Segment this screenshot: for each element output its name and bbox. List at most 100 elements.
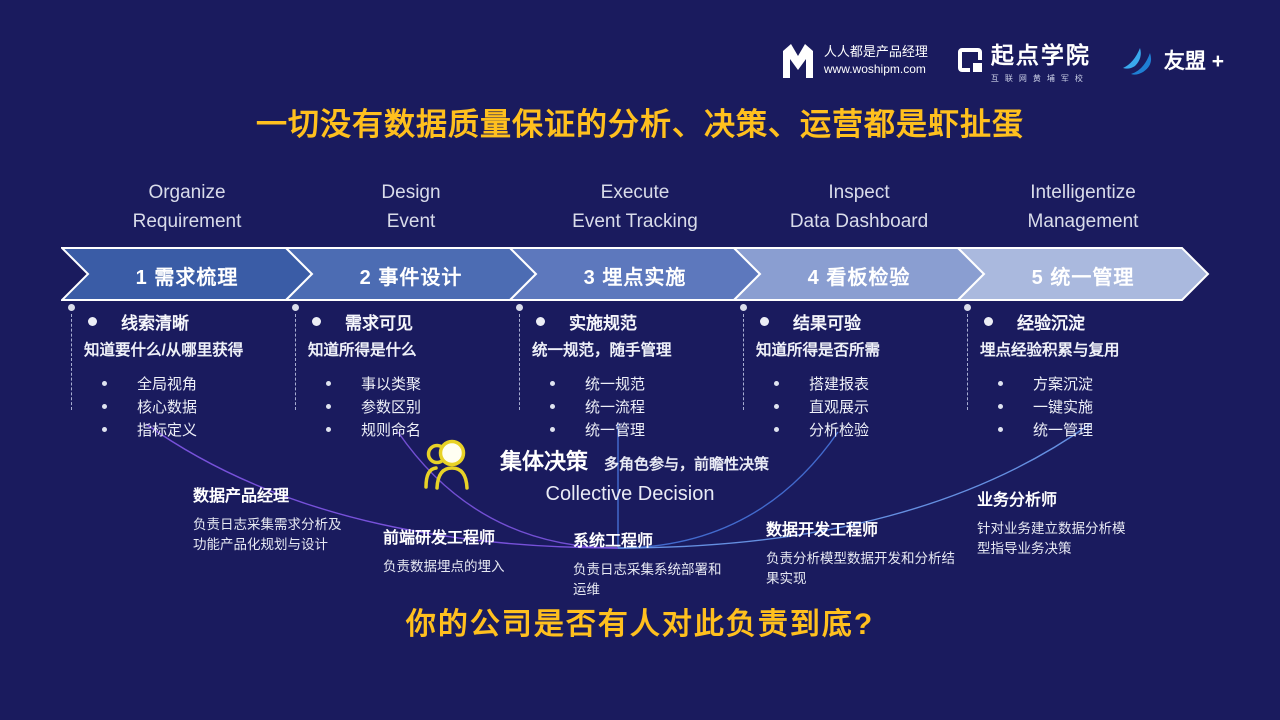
chevron-label-2: 2 事件设计 bbox=[359, 267, 463, 289]
stage-subtext: 知道所得是什么 bbox=[308, 342, 417, 359]
stage-detail-4: 结果可验 知道所得是否所需 搭建报表 直观展示 分析检验 bbox=[734, 300, 958, 441]
stage-item: 一键实施 bbox=[1033, 399, 1094, 416]
stage-subtext: 统一规范，随手管理 bbox=[532, 342, 672, 359]
stage-item: 规则命名 bbox=[361, 422, 422, 439]
dashed-line bbox=[967, 314, 968, 410]
stage-subtext: 知道要什么/从哪里获得 bbox=[84, 342, 244, 359]
bullet-icon bbox=[312, 317, 321, 326]
stage-detail-2: 需求可见 知道所得是什么 事以类聚 参数区别 规则命名 bbox=[286, 300, 510, 441]
chevron-label-5: 5 统一管理 bbox=[1031, 267, 1135, 289]
stage-en-line: Data Dashboard bbox=[789, 211, 929, 232]
qidian-subtitle: 互联网黄埔军校 bbox=[990, 74, 1089, 83]
role-data-dev-engineer: 数据开发工程师 负责分析模型数据开发和分析结果实现 bbox=[766, 516, 956, 590]
connector-dot bbox=[740, 304, 747, 311]
bullet-icon bbox=[998, 427, 1003, 432]
role-name: 系统工程师 bbox=[573, 533, 654, 550]
bullet-icon bbox=[326, 381, 331, 386]
role-description: 负责数据埋点的埋入 bbox=[383, 559, 505, 574]
people-group-icon bbox=[424, 439, 469, 490]
stage-head: 实施规范 bbox=[569, 314, 637, 333]
dashed-line bbox=[519, 314, 520, 410]
logo-umeng: 友盟 + bbox=[1121, 44, 1224, 76]
stage-item: 指标定义 bbox=[137, 422, 198, 439]
collective-decision-block: 集体决策 多角色参与，前瞻性决策 Collective Decision bbox=[500, 444, 769, 506]
page-title: 一切没有数据质量保证的分析、决策、运营都是虾扯蛋 bbox=[256, 107, 1024, 142]
bullet-icon bbox=[326, 404, 331, 409]
stage-head: 经验沉淀 bbox=[1017, 314, 1085, 333]
stage-item: 统一管理 bbox=[1033, 422, 1094, 439]
header-logos: 人人都是产品经理 www.woshipm.com 起点学院 互联网黄埔军校 友盟… bbox=[781, 36, 1224, 84]
stage-item: 直观展示 bbox=[809, 399, 870, 416]
collective-decision-en: Collective Decision bbox=[545, 483, 715, 505]
dashed-line bbox=[743, 314, 744, 410]
stage-item: 统一管理 bbox=[585, 422, 646, 439]
connector-dot bbox=[68, 304, 75, 311]
woshipm-url: www.woshipm.com bbox=[823, 61, 926, 76]
stage-item: 全局视角 bbox=[137, 376, 198, 393]
bullet-icon bbox=[774, 381, 779, 386]
chevron-label-1: 1 需求梳理 bbox=[135, 267, 239, 289]
bullet-icon bbox=[102, 404, 107, 409]
bullet-icon bbox=[550, 381, 555, 386]
role-data-product-manager: 数据产品经理 负责日志采集需求分析及功能产品化规划与设计 bbox=[193, 482, 351, 556]
bullet-icon bbox=[774, 427, 779, 432]
connector-dot bbox=[516, 304, 523, 311]
role-description: 负责分析模型数据开发和分析结果实现 bbox=[766, 551, 955, 587]
role-description: 负责日志采集需求分析及功能产品化规划与设计 bbox=[193, 517, 342, 553]
process-chevron-bar bbox=[61, 247, 1210, 301]
stage-en-header-3: Execute Event Tracking bbox=[510, 178, 760, 236]
collective-decision-subtitle: 多角色参与，前瞻性决策 bbox=[604, 456, 770, 473]
stage-head: 线索清晰 bbox=[121, 314, 189, 333]
stage-en-line: Design bbox=[381, 182, 441, 203]
connector-dot bbox=[964, 304, 971, 311]
stage-head: 需求可见 bbox=[345, 314, 413, 333]
stage-detail-3: 实施规范 统一规范，随手管理 统一规范 统一流程 统一管理 bbox=[510, 300, 734, 441]
stage-en-line: Execute bbox=[600, 182, 670, 203]
role-business-analyst: 业务分析师 针对业务建立数据分析模型指导业务决策 bbox=[977, 486, 1135, 560]
bullet-icon bbox=[88, 317, 97, 326]
dashed-line bbox=[295, 314, 296, 410]
bullet-icon bbox=[998, 381, 1003, 386]
stage-item: 统一规范 bbox=[585, 376, 646, 393]
stage-en-line: Event Tracking bbox=[572, 211, 698, 232]
stage-en-line: Intelligentize bbox=[1030, 182, 1136, 203]
bullet-icon bbox=[984, 317, 993, 326]
chevron-label-4: 4 看板检验 bbox=[807, 267, 911, 289]
bullet-icon bbox=[760, 317, 769, 326]
logo-woshipm: 人人都是产品经理 www.woshipm.com bbox=[781, 42, 928, 78]
stage-en-line: Requirement bbox=[132, 211, 242, 232]
role-name: 数据产品经理 bbox=[193, 488, 290, 505]
stage-subtext: 埋点经验积累与复用 bbox=[980, 342, 1120, 359]
role-frontend-engineer: 前端研发工程师 负责数据埋点的埋入 bbox=[383, 524, 583, 577]
stage-en-line: Management bbox=[1027, 211, 1139, 232]
woshipm-name: 人人都是产品经理 bbox=[823, 44, 928, 60]
role-description: 针对业务建立数据分析模型指导业务决策 bbox=[977, 521, 1126, 557]
stage-en-line: Organize bbox=[148, 182, 226, 203]
qidian-name: 起点学院 bbox=[990, 42, 1091, 68]
chevron-step-5 bbox=[955, 247, 1210, 301]
connector-dot bbox=[292, 304, 299, 311]
stage-head: 结果可验 bbox=[793, 314, 861, 333]
bullet-icon bbox=[536, 317, 545, 326]
logo-qidian: 起点学院 互联网黄埔军校 bbox=[957, 36, 1091, 84]
role-name: 前端研发工程师 bbox=[383, 530, 496, 547]
bullet-icon bbox=[326, 427, 331, 432]
stage-item: 方案沉淀 bbox=[1033, 376, 1094, 393]
stage-item: 搭建报表 bbox=[809, 376, 870, 393]
bullet-icon bbox=[550, 404, 555, 409]
footer-question: 你的公司是否有人对此负责到底? bbox=[405, 608, 875, 641]
bullet-icon bbox=[774, 404, 779, 409]
umeng-bird-icon bbox=[1122, 48, 1151, 75]
stage-en-header-4: Inspect Data Dashboard bbox=[734, 178, 984, 236]
stage-en-header-2: Design Event bbox=[286, 178, 536, 236]
bullet-icon bbox=[102, 381, 107, 386]
stage-en-header-1: Organize Requirement bbox=[62, 178, 312, 236]
bullet-icon bbox=[102, 427, 107, 432]
stage-detail-5: 经验沉淀 埋点经验积累与复用 方案沉淀 一键实施 统一管理 bbox=[958, 300, 1182, 441]
stage-en-line: Event bbox=[386, 211, 436, 232]
role-description: 负责日志采集系统部署和运维 bbox=[573, 562, 722, 598]
stage-en-line: Inspect bbox=[828, 182, 890, 203]
stage-item: 分析检验 bbox=[809, 422, 870, 439]
